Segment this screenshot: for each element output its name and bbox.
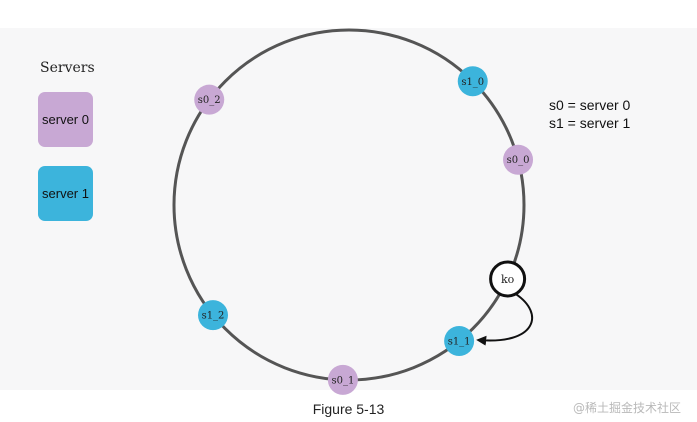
key-ko: ko: [489, 260, 527, 298]
ring-node-s1-1: s1_1: [444, 326, 475, 357]
key-lookup-arrow: [476, 293, 533, 346]
legend-title: Servers: [40, 60, 95, 76]
ring-node-label: s1_1: [448, 337, 471, 348]
ring-node-label: s0_0: [507, 155, 530, 166]
ring-node-s0-2: s0_2: [194, 84, 225, 115]
ring-node-circle: [457, 66, 488, 97]
ring-node-label: s0_1: [331, 375, 354, 386]
ring-node-label: s1_2: [202, 311, 225, 322]
ring-node-s1-0: s1_0: [457, 66, 488, 97]
legend-server-1-swatch: server 1: [38, 166, 93, 221]
ring-node-circle: [194, 84, 225, 115]
ring-node-circle: [503, 144, 534, 175]
ring-node-s0-1: s0_1: [327, 364, 358, 395]
ring-node-s1-2: s1_2: [197, 300, 228, 331]
figure-caption: Figure 5-13: [312, 401, 385, 417]
diagram-panel: [0, 28, 697, 390]
legend-server-1-label: server 1: [42, 186, 89, 201]
note-s0: s0 = server 0: [549, 97, 631, 113]
ring-node-s0-0: s0_0: [503, 144, 534, 175]
key-circle: [489, 260, 527, 298]
ring-node-circle: [444, 326, 475, 357]
note-s1: s1 = server 1: [549, 115, 631, 131]
ring-node-label: s1_0: [461, 77, 484, 88]
legend-server-0-label: server 0: [42, 112, 89, 127]
ring-node-label: s0_2: [198, 95, 221, 106]
ring-node-circle: [197, 300, 228, 331]
legend-server-0-swatch: server 0: [38, 92, 93, 147]
ring-node-circle: [327, 364, 358, 395]
key-label: ko: [501, 273, 515, 286]
watermark: @稀土掘金技术社区: [572, 401, 681, 415]
